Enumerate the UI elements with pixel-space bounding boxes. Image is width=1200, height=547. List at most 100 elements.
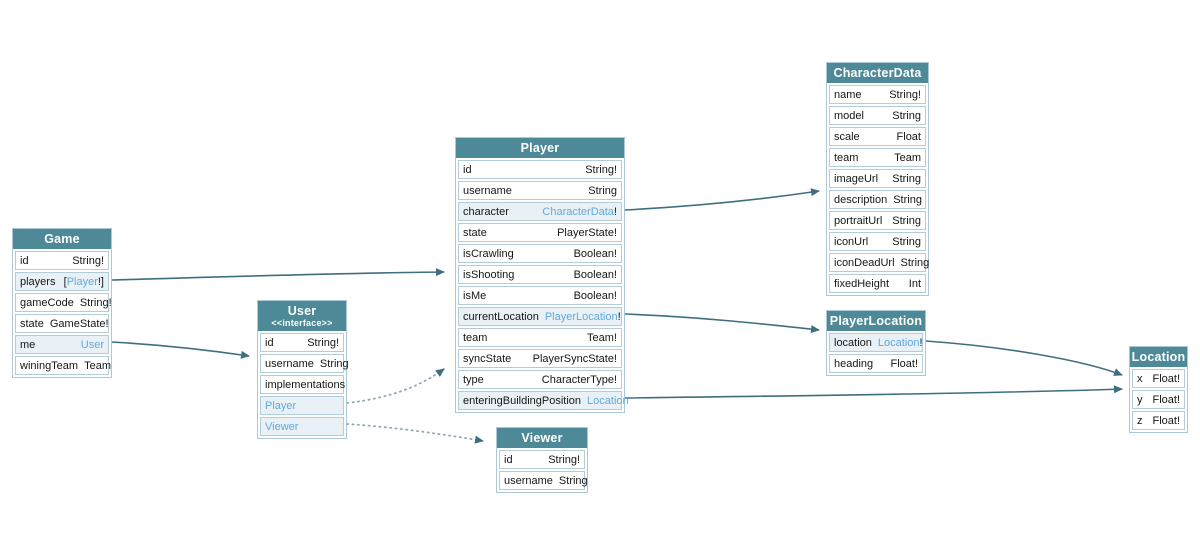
type-text: GameState! bbox=[49, 317, 109, 330]
type-link-User[interactable]: User bbox=[80, 338, 104, 351]
field-name-iconDeadUrl: iconDeadUrl bbox=[834, 256, 895, 269]
field-name-team: team bbox=[834, 151, 859, 164]
field-row-characterdata-iconDeadUrl[interactable]: iconDeadUrl String bbox=[829, 253, 929, 272]
type-text: Team bbox=[894, 151, 921, 164]
field-type-heading: Float! bbox=[890, 358, 918, 370]
edge-PlayerLocation.location-to-Location bbox=[925, 340, 1123, 376]
node-title-game[interactable]: Game bbox=[13, 229, 111, 249]
type-link-Player[interactable]: Player bbox=[265, 399, 297, 412]
node-title-location[interactable]: Location bbox=[1130, 347, 1187, 367]
field-name-id: id bbox=[265, 336, 274, 349]
field-name-isMe: isMe bbox=[463, 289, 487, 302]
field-row-user-Player[interactable]: Player bbox=[260, 396, 344, 415]
type-text: String bbox=[900, 256, 930, 269]
field-name-z: z bbox=[1137, 414, 1143, 427]
field-name-character: character bbox=[463, 205, 509, 218]
type-link-PlayerLocation[interactable]: PlayerLocation bbox=[544, 310, 618, 323]
type-text: Boolean! bbox=[573, 247, 617, 260]
field-name-me: me bbox=[20, 338, 36, 351]
field-type-username: String bbox=[559, 475, 588, 487]
field-row-characterdata-team[interactable]: team Team bbox=[829, 148, 926, 167]
type-text: String! bbox=[889, 88, 921, 101]
node-subtitle-user: <<interface>> bbox=[271, 318, 333, 328]
field-type-players: [Player!] bbox=[64, 276, 104, 288]
type-link-Location[interactable]: Location bbox=[587, 394, 629, 407]
field-name-gameCode: gameCode bbox=[20, 296, 74, 309]
field-type-username: String bbox=[320, 358, 349, 370]
node-title-user[interactable]: User<<interface>> bbox=[258, 301, 346, 331]
type-link-Location[interactable]: Location bbox=[877, 336, 920, 349]
type-link-Player[interactable]: Player bbox=[66, 275, 98, 288]
field-row-game-players[interactable]: players [Player!] bbox=[15, 272, 109, 291]
node-title-player[interactable]: Player bbox=[456, 138, 624, 158]
field-type-scale: Float bbox=[897, 131, 921, 143]
field-type-username: String bbox=[588, 185, 617, 197]
field-type-z: Float! bbox=[1152, 415, 1180, 427]
type-text: CharacterType! bbox=[541, 373, 617, 386]
type-link-Viewer[interactable]: Viewer bbox=[265, 420, 299, 433]
type-text: [ bbox=[63, 275, 67, 288]
type-text: Team! bbox=[587, 331, 617, 344]
type-text: Boolean! bbox=[573, 268, 617, 281]
type-text: String bbox=[558, 474, 588, 487]
field-row-location-z[interactable]: z Float! bbox=[1132, 411, 1185, 430]
field-row-user-id[interactable]: id String! bbox=[260, 333, 344, 352]
field-type-state: GameState! bbox=[50, 318, 109, 330]
field-row-user-implementations[interactable]: implementations bbox=[260, 375, 345, 394]
type-text: String! bbox=[307, 336, 339, 349]
field-type-id: String! bbox=[548, 454, 580, 466]
type-text: ! bbox=[617, 310, 621, 323]
node-title-playerlocation[interactable]: PlayerLocation bbox=[827, 311, 925, 331]
field-row-user-Viewer[interactable]: Viewer bbox=[260, 417, 344, 436]
field-name-winingTeam: winingTeam bbox=[20, 359, 79, 372]
field-type-currentLocation: PlayerLocation! bbox=[545, 311, 621, 323]
node-title-viewer[interactable]: Viewer bbox=[497, 428, 587, 448]
field-name-players: players bbox=[20, 275, 56, 288]
type-text: Int bbox=[908, 277, 921, 290]
type-text: String bbox=[892, 214, 921, 227]
node-title-characterdata[interactable]: CharacterData bbox=[827, 63, 928, 83]
field-row-game-me[interactable]: me User bbox=[15, 335, 109, 354]
type-link-CharacterData[interactable]: CharacterData bbox=[542, 205, 614, 218]
